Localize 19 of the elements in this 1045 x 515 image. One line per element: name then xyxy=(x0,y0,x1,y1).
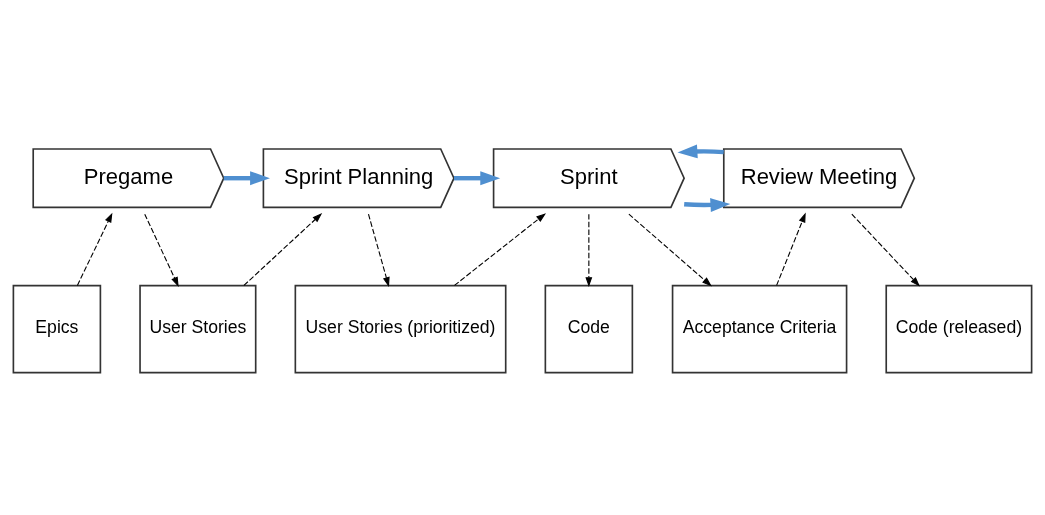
arrow xyxy=(453,213,546,286)
node-box: Epics xyxy=(12,284,102,374)
node-box: Code xyxy=(544,284,634,374)
arrow xyxy=(628,213,712,287)
node-box: User Stories (prioritized) xyxy=(294,284,507,374)
arrow xyxy=(851,213,920,287)
node-box: Acceptance Criteria xyxy=(671,284,848,374)
arrow xyxy=(684,198,731,212)
arrow xyxy=(776,212,806,286)
arrow xyxy=(76,212,113,286)
arrow xyxy=(677,144,724,159)
node-box: User Stories xyxy=(139,284,257,374)
node-box: Code (released) xyxy=(885,284,1033,374)
arrow xyxy=(454,171,501,186)
arrow xyxy=(144,213,179,287)
arrow xyxy=(243,213,323,286)
arrow xyxy=(367,213,390,287)
arrow xyxy=(223,171,270,186)
arrow xyxy=(585,213,593,288)
